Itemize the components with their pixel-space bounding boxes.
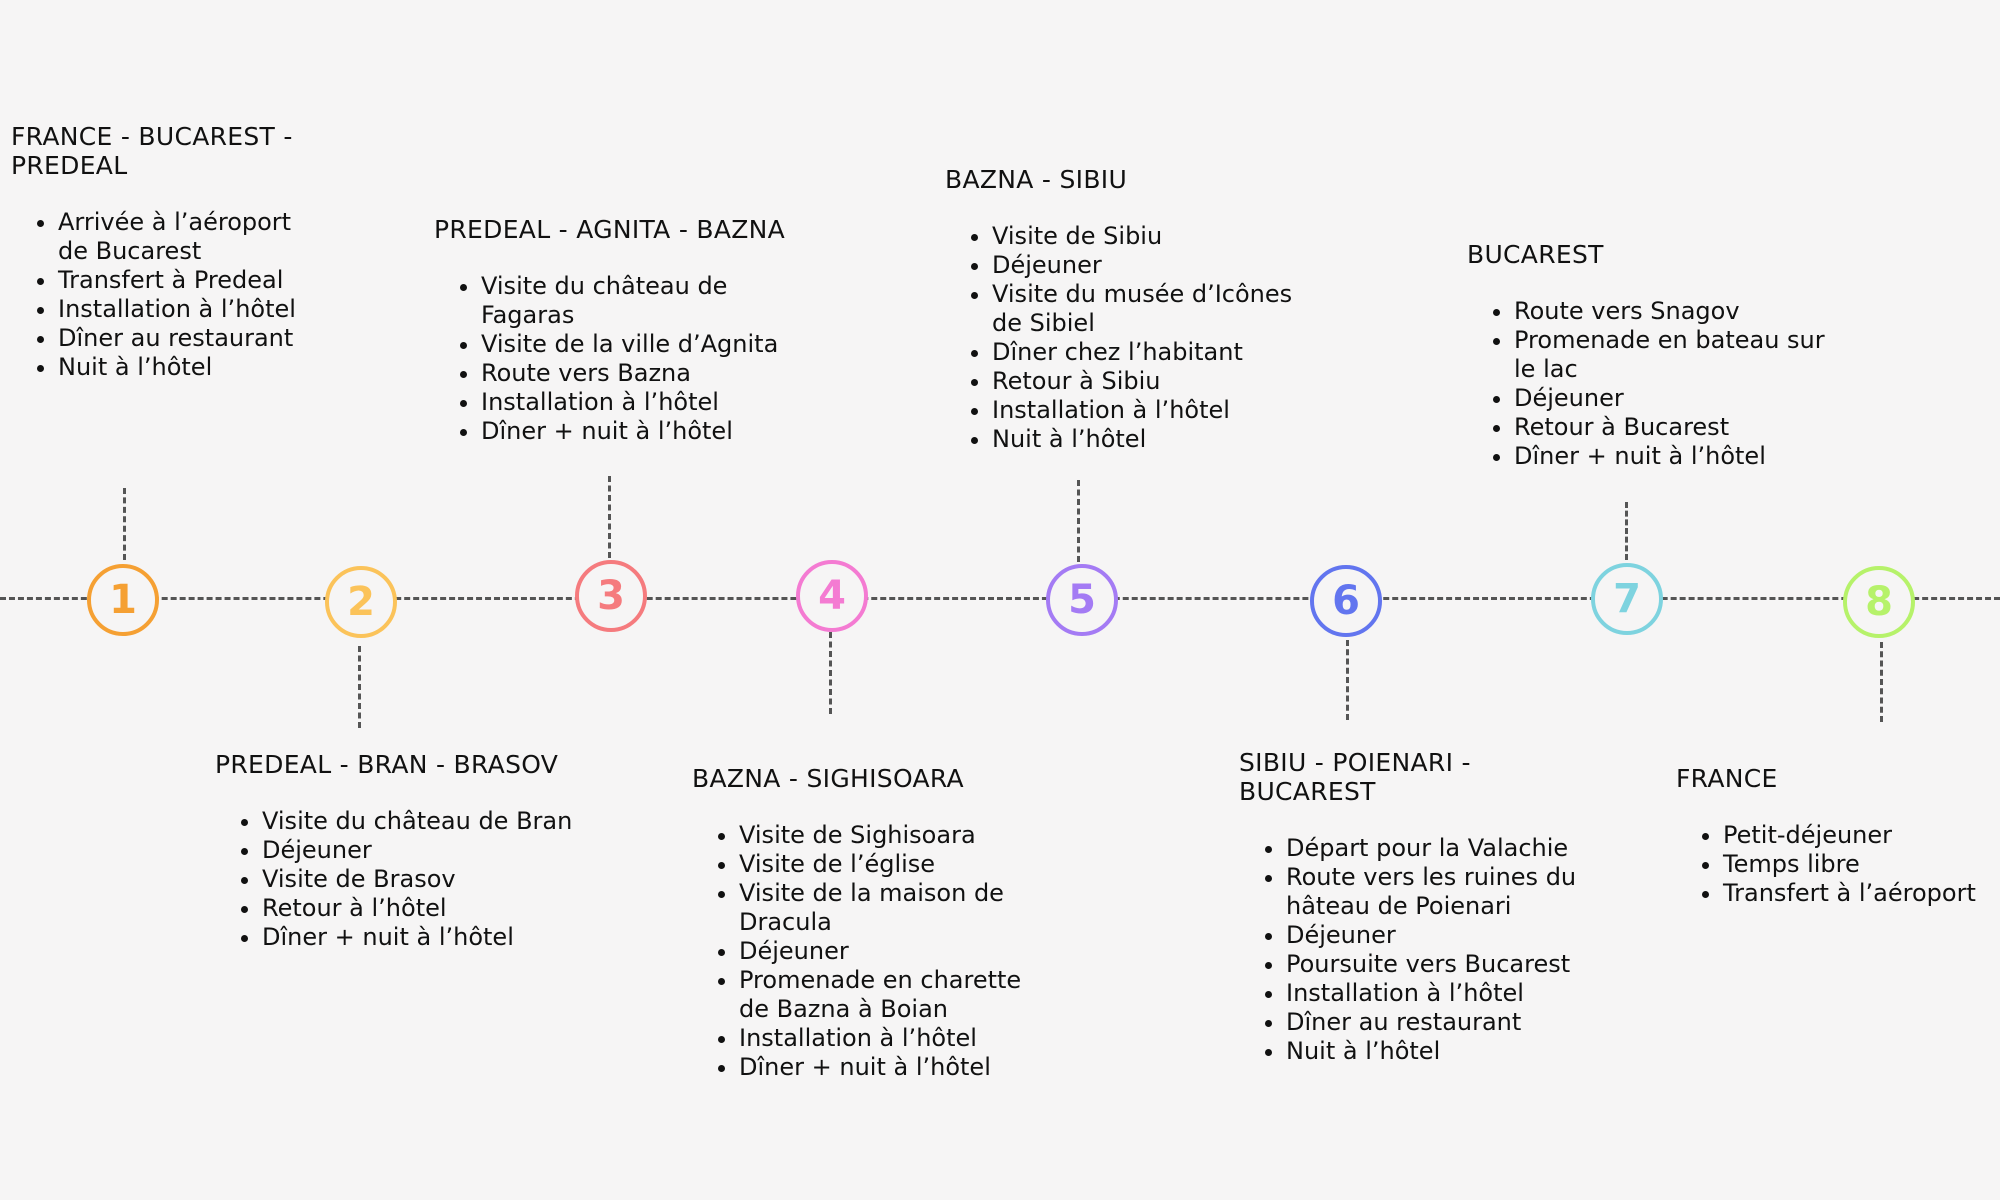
list-item: Visite de l’église xyxy=(739,850,1049,879)
list-item: Arrivée à l’aéroport de Bucarest xyxy=(58,208,311,266)
step-number-3: 3 xyxy=(597,573,625,619)
list-item: Visite de Sighisoara xyxy=(739,821,1049,850)
step-list-3: Visite du château de Fagaras Visite de l… xyxy=(434,272,791,446)
list-item: Installation à l’hôtel xyxy=(58,295,311,324)
step-list-1: Arrivée à l’aéroport de Bucarest Transfe… xyxy=(11,208,311,382)
list-item: Dîner chez l’habitant xyxy=(992,338,1312,367)
connector-2 xyxy=(358,646,361,728)
list-item: Retour à l’hôtel xyxy=(262,894,615,923)
list-item: Déjeuner xyxy=(262,836,615,865)
list-item: Temps libre xyxy=(1723,850,1996,879)
list-item: Installation à l’hôtel xyxy=(1286,979,1586,1008)
list-item: Petit-déjeuner xyxy=(1723,821,1996,850)
step-number-7: 7 xyxy=(1613,576,1641,622)
step-number-5: 5 xyxy=(1068,577,1096,623)
list-item: Déjeuner xyxy=(1286,921,1586,950)
step-title-1: FRANCE - BUCAREST - PREDEAL xyxy=(11,122,293,180)
list-item: Dîner au restaurant xyxy=(1286,1008,1586,1037)
step-list-8: Petit-déjeuner Temps libre Transfert à l… xyxy=(1676,821,1996,908)
step-number-8: 8 xyxy=(1865,579,1893,625)
list-item: Visite de la ville d’Agnita xyxy=(481,330,791,359)
list-item: Visite du musée d’Icônes de Sibiel xyxy=(992,280,1312,338)
step-card-7: BUCAREST Route vers Snagov Promenade en … xyxy=(1467,240,1847,471)
list-item: Promenade en charette de Bazna à Boian xyxy=(739,966,1049,1024)
step-card-3: PREDEAL - AGNITA - BAZNA Visite du châte… xyxy=(434,215,834,446)
list-item: Retour à Bucarest xyxy=(1514,413,1834,442)
list-item: Promenade en bateau sur le lac xyxy=(1514,326,1834,384)
step-card-2: PREDEAL - BRAN - BRASOV Visite du châtea… xyxy=(215,750,615,952)
step-node-3: 3 xyxy=(575,560,647,632)
list-item: Dîner au restaurant xyxy=(58,324,311,353)
list-item: Route vers Snagov xyxy=(1514,297,1834,326)
list-item: Nuit à l’hôtel xyxy=(992,425,1312,454)
step-title-5: BAZNA - SIBIU xyxy=(945,165,1128,194)
list-item: Nuit à l’hôtel xyxy=(1286,1037,1586,1066)
step-node-2: 2 xyxy=(325,566,397,638)
connector-3 xyxy=(608,476,611,558)
step-list-4: Visite de Sighisoara Visite de l’église … xyxy=(692,821,1049,1082)
list-item: Installation à l’hôtel xyxy=(481,388,791,417)
connector-4 xyxy=(829,632,832,714)
step-list-7: Route vers Snagov Promenade en bateau su… xyxy=(1467,297,1834,471)
step-card-4: BAZNA - SIGHISOARA Visite de Sighisoara … xyxy=(692,764,1062,1082)
step-title-3: PREDEAL - AGNITA - BAZNA xyxy=(434,215,786,244)
list-item: Dîner + nuit à l’hôtel xyxy=(481,417,791,446)
list-item: Route vers les ruines du hâteau de Poien… xyxy=(1286,863,1586,921)
step-node-6: 6 xyxy=(1310,565,1382,637)
list-item: Visite du château de Bran xyxy=(262,807,615,836)
step-number-4: 4 xyxy=(818,573,846,619)
step-node-1: 1 xyxy=(87,564,159,636)
list-item: Installation à l’hôtel xyxy=(992,396,1312,425)
step-card-1: FRANCE - BUCAREST - PREDEAL Arrivée à l’… xyxy=(11,122,311,382)
connector-1 xyxy=(123,488,126,560)
step-node-4: 4 xyxy=(796,560,868,632)
timeline-axis xyxy=(0,597,2000,600)
list-item: Nuit à l’hôtel xyxy=(58,353,311,382)
step-list-6: Départ pour la Valachie Route vers les r… xyxy=(1239,834,1586,1066)
list-item: Déjeuner xyxy=(739,937,1049,966)
step-title-7: BUCAREST xyxy=(1467,240,1604,269)
step-card-5: BAZNA - SIBIU Visite de Sibiu Déjeuner V… xyxy=(945,165,1305,454)
step-number-1: 1 xyxy=(109,577,137,623)
step-number-6: 6 xyxy=(1332,578,1360,624)
connector-8 xyxy=(1880,642,1883,722)
step-title-4: BAZNA - SIGHISOARA xyxy=(692,764,964,793)
list-item: Dîner + nuit à l’hôtel xyxy=(1514,442,1834,471)
step-number-2: 2 xyxy=(347,579,375,625)
step-node-8: 8 xyxy=(1843,566,1915,638)
list-item: Dîner + nuit à l’hôtel xyxy=(262,923,615,952)
list-item: Départ pour la Valachie xyxy=(1286,834,1586,863)
step-list-5: Visite de Sibiu Déjeuner Visite du musée… xyxy=(945,222,1312,454)
list-item: Dîner + nuit à l’hôtel xyxy=(739,1053,1049,1082)
list-item: Déjeuner xyxy=(992,251,1312,280)
connector-6 xyxy=(1346,640,1349,720)
step-card-8: FRANCE Petit-déjeuner Temps libre Transf… xyxy=(1676,764,1996,908)
list-item: Transfert à l’aéroport xyxy=(1723,879,1996,908)
list-item: Installation à l’hôtel xyxy=(739,1024,1049,1053)
list-item: Déjeuner xyxy=(1514,384,1834,413)
step-card-6: SIBIU - POIENARI - BUCAREST Départ pour … xyxy=(1239,748,1576,1066)
list-item: Poursuite vers Bucarest xyxy=(1286,950,1586,979)
step-list-2: Visite du château de Bran Déjeuner Visit… xyxy=(215,807,615,952)
connector-5 xyxy=(1077,480,1080,562)
list-item: Route vers Bazna xyxy=(481,359,791,388)
list-item: Transfert à Predeal xyxy=(58,266,311,295)
list-item: Visite de Sibiu xyxy=(992,222,1312,251)
step-title-2: PREDEAL - BRAN - BRASOV xyxy=(215,750,559,779)
list-item: Visite de la maison de Dracula xyxy=(739,879,1049,937)
step-title-8: FRANCE xyxy=(1676,764,1778,793)
list-item: Visite de Brasov xyxy=(262,865,615,894)
step-title-6: SIBIU - POIENARI - BUCAREST xyxy=(1239,748,1471,806)
step-node-7: 7 xyxy=(1591,563,1663,635)
connector-7 xyxy=(1625,502,1628,560)
list-item: Visite du château de Fagaras xyxy=(481,272,791,330)
list-item: Retour à Sibiu xyxy=(992,367,1312,396)
step-node-5: 5 xyxy=(1046,564,1118,636)
